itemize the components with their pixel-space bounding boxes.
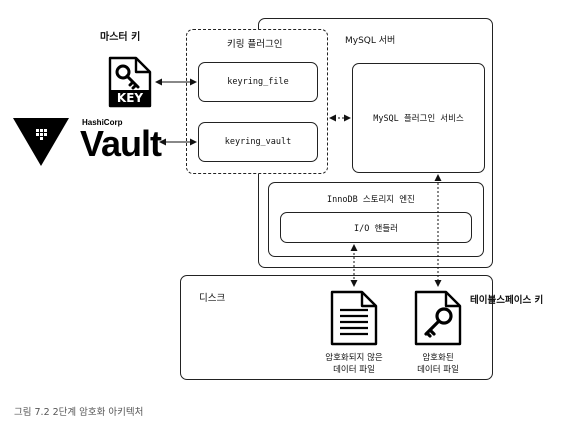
vault-product-label: Vault [80, 123, 162, 164]
key-icon-text: KEY [116, 91, 144, 105]
mysql-plugin-service-box: MySQL 플러그인 서비스 [352, 63, 485, 173]
encrypted-file-label-2: 데이터 파일 [417, 365, 459, 375]
keyring-vault-box: keyring_vault [198, 122, 318, 162]
disk-title: 디스크 [199, 293, 226, 304]
keyring-plugin-title: 키링 플러그인 [227, 39, 283, 50]
tablespace-key-label: 테이블스페이스 키 [470, 295, 544, 306]
unencrypted-file-label-2: 데이터 파일 [333, 365, 375, 375]
keyring-file-box: keyring_file [198, 62, 318, 102]
key-file-icon [108, 56, 152, 108]
figure-caption: 그림 7.2 2단계 암호화 아키텍처 [14, 407, 144, 418]
innodb-title: InnoDB 스토리지 엔진 [327, 195, 415, 205]
mysql-server-title: MySQL 서버 [345, 36, 396, 46]
keyring-vault-label: keyring_vault [224, 137, 292, 147]
encrypted-file-label-1: 암호화된 [422, 353, 454, 363]
unencrypted-file-icon [330, 290, 378, 346]
unencrypted-file-label-1: 암호화되지 않은 [325, 353, 383, 363]
vault-triangle-icon [13, 118, 69, 166]
keyring-file-label: keyring_file [227, 77, 289, 87]
master-key-label: 마스터 키 [100, 32, 141, 43]
encrypted-file-icon [414, 290, 462, 346]
mysql-plugin-service-label: MySQL 플러그인 서비스 [373, 114, 464, 124]
vault-company-label: HashiCorp [82, 118, 123, 127]
io-handler-label: I/O 핸들러 [354, 223, 398, 234]
